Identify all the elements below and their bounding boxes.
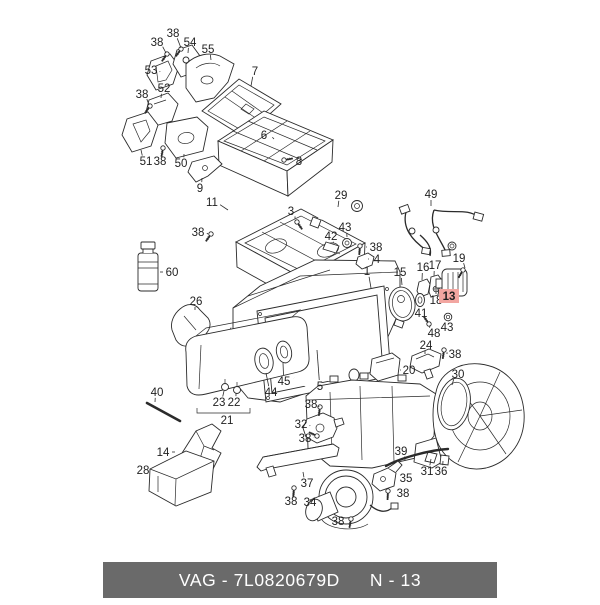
part-callout-38: 38: [167, 28, 180, 40]
leader-line-7: [251, 77, 253, 86]
part-callout-35: 35: [400, 473, 413, 485]
part-callout-1: 1: [364, 266, 370, 278]
part-callout-17: 17: [429, 260, 442, 272]
part-callout-52: 52: [158, 83, 171, 95]
part-callout-26: 26: [190, 296, 203, 308]
part-callout-44: 44: [265, 387, 278, 399]
part-callout-15: 15: [394, 267, 407, 279]
part-callout-16: 16: [417, 262, 430, 274]
part-callout-38: 38: [305, 399, 318, 411]
part-callout-21: 21: [221, 415, 234, 427]
part-callout-5: 5: [317, 381, 323, 393]
leader-line-11: [220, 205, 228, 210]
footer-page-ref: N - 13: [370, 570, 421, 591]
part-callout-38: 38: [151, 37, 164, 49]
footer-part-number: VAG - 7L0820679D: [179, 570, 340, 591]
part-callout-13: 13: [443, 291, 456, 303]
part-callout-43: 43: [441, 322, 454, 334]
part-callout-11: 11: [206, 197, 218, 209]
part-callout-38: 38: [299, 433, 312, 445]
part-callout-38: 38: [370, 242, 383, 254]
leader-line-23: [223, 391, 224, 397]
part-callout-19: 19: [453, 253, 466, 265]
part-callout-45: 45: [278, 376, 291, 388]
part-callout-38: 38: [397, 488, 410, 500]
part-callout-20: 20: [403, 365, 416, 377]
part-callout-8: 8: [296, 156, 302, 168]
part-callout-55: 55: [202, 44, 215, 56]
part-callout-14: 14: [157, 447, 170, 459]
plate-50: [165, 117, 208, 158]
leader-line-38: [207, 233, 208, 234]
bracket-9: [188, 156, 222, 182]
part-callout-22: 22: [228, 397, 241, 409]
leader-line-45: [283, 363, 284, 375]
part-callout-29: 29: [335, 190, 348, 202]
part-callout-23: 23: [213, 397, 226, 409]
part-callout-50: 50: [175, 158, 188, 170]
part-callout-31: 31: [421, 466, 434, 478]
part-callout-51: 51: [140, 156, 153, 168]
part-callout-9: 9: [197, 183, 203, 195]
part-callout-39: 39: [395, 446, 408, 458]
part-callout-53: 53: [145, 65, 158, 77]
part-callout-38: 38: [136, 89, 149, 101]
part-callout-32: 32: [295, 419, 308, 431]
part-callout-38: 38: [449, 349, 462, 361]
part-callout-38: 38: [285, 496, 298, 508]
hose-29: [310, 201, 363, 229]
footer-bar: VAG - 7L0820679D N - 13: [103, 562, 497, 598]
part-callout-4: 4: [374, 254, 381, 266]
oil-bottle-60: [138, 242, 158, 291]
leader-line-37: [303, 472, 304, 477]
leader-line-51: [141, 150, 142, 156]
part-callout-36: 36: [435, 466, 448, 478]
floor-tray-28: [149, 451, 214, 506]
part-callout-38: 38: [332, 516, 345, 528]
part-callout-24: 24: [420, 340, 433, 352]
grommet-41: [416, 294, 425, 307]
part-callout-41: 41: [415, 308, 428, 320]
bracket-51: [122, 112, 158, 152]
part-callout-34: 34: [304, 497, 317, 509]
part-callout-54: 54: [184, 37, 197, 49]
nut-43: [444, 313, 452, 321]
leader-line-38: [318, 406, 319, 407]
part-callout-38: 38: [192, 227, 205, 239]
part-callout-49: 49: [425, 189, 438, 201]
part-callout-7: 7: [252, 66, 258, 78]
part-callout-30: 30: [452, 369, 465, 381]
part-callout-43: 43: [339, 222, 352, 234]
part-callout-37: 37: [301, 478, 314, 490]
part-callout-42: 42: [325, 231, 338, 243]
part-callout-48: 48: [428, 328, 441, 340]
part-callout-60: 60: [166, 267, 179, 279]
wiring-harness-49: [399, 204, 483, 256]
rod-40: [147, 403, 180, 421]
part-callout-40: 40: [151, 387, 164, 399]
part-callout-6: 6: [261, 130, 267, 142]
part-callout-28: 28: [137, 465, 150, 477]
part-callout-3: 3: [288, 206, 294, 218]
part-callout-38: 38: [154, 156, 167, 168]
